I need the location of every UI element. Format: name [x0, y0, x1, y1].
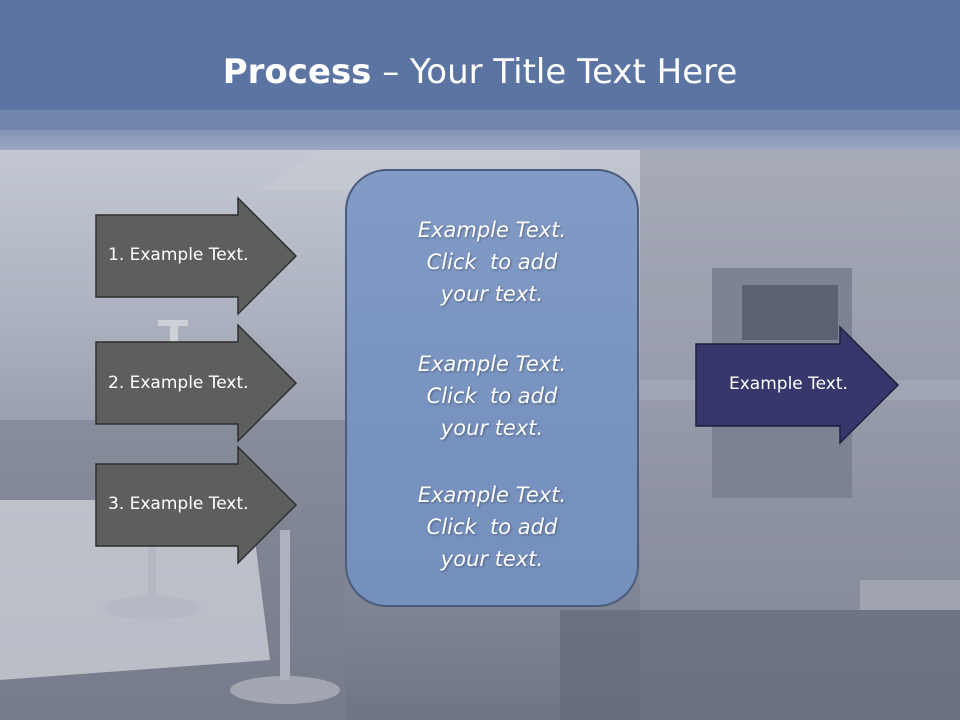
paragraph-line: Example Text.: [417, 352, 567, 376]
center-paragraph-1[interactable]: Example Text. Click to add your text.: [347, 214, 637, 310]
right-arrow-label: Example Text.: [729, 374, 848, 394]
right-arrow[interactable]: [695, 325, 900, 445]
title-bold: Process: [222, 52, 372, 92]
paragraph-line: your text.: [440, 547, 544, 571]
paragraph-line: Click to add: [426, 515, 558, 539]
left-arrow-1[interactable]: [95, 196, 298, 316]
paragraph-line: your text.: [440, 282, 544, 306]
title-rest: – Your Title Text Here: [371, 52, 738, 92]
left-arrow-1-label: 1. Example Text.: [108, 245, 249, 265]
slide-title: Process – Your Title Text Here: [0, 52, 960, 92]
center-paragraph-3[interactable]: Example Text. Click to add your text.: [347, 479, 637, 575]
left-arrow-2-label: 2. Example Text.: [108, 373, 249, 393]
paragraph-line: Click to add: [426, 250, 558, 274]
paragraph-line: your text.: [440, 416, 544, 440]
left-arrow-3-label: 3. Example Text.: [108, 494, 249, 514]
paragraph-line: Example Text.: [417, 218, 567, 242]
left-arrow-3[interactable]: [95, 445, 298, 565]
center-text-box[interactable]: Example Text. Click to add your text. Ex…: [345, 169, 639, 607]
left-arrow-2[interactable]: [95, 323, 298, 443]
paragraph-line: Click to add: [426, 384, 558, 408]
center-paragraph-2[interactable]: Example Text. Click to add your text.: [347, 348, 637, 444]
paragraph-line: Example Text.: [417, 483, 567, 507]
